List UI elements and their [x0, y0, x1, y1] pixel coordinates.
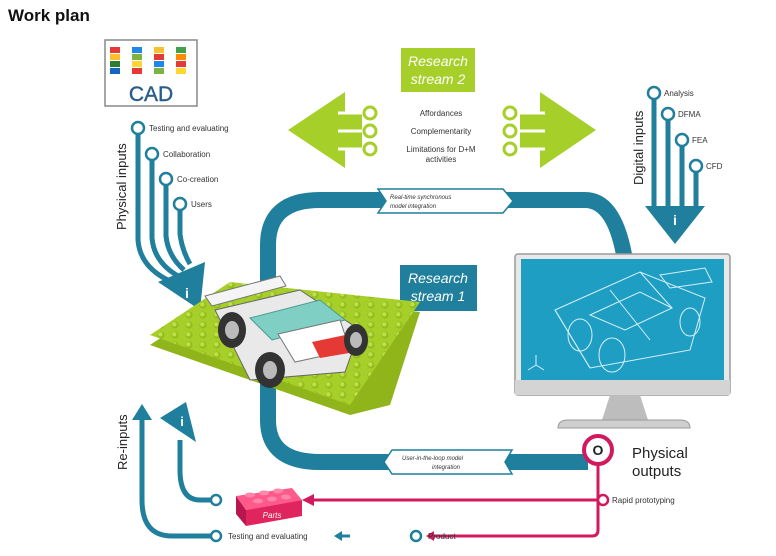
bottom-banner: User-in-the-loop model integration	[383, 449, 514, 475]
output-rapid-prototyping: Rapid prototyping	[612, 496, 675, 505]
physical-input-users: Users	[191, 200, 212, 209]
physical-outputs-badge: O	[593, 442, 604, 458]
output-product: Product	[428, 532, 456, 541]
research-stream-2-line1: Research	[408, 53, 468, 69]
physical-outputs-line1: Physical	[632, 445, 688, 462]
physical-inputs-label: Physical inputs	[114, 143, 129, 230]
main-loop	[260, 192, 633, 470]
research-stream-1-line1: Research	[408, 270, 468, 286]
physical-inputs-info-icon: i	[185, 285, 189, 301]
top-banner-line2: model integration	[390, 204, 437, 210]
physical-outputs: O Physical outputs Rapid prototyping Pro…	[302, 434, 688, 543]
digital-input-dfma: DFMA	[678, 110, 701, 119]
parts-label: Parts	[263, 511, 282, 520]
digital-input-cfd: CFD	[706, 162, 723, 171]
research-stream-1-line2: stream 1	[411, 288, 465, 304]
right-arrow	[520, 92, 596, 168]
stream2-item-complementarity: Complementarity	[411, 127, 471, 136]
parts-brick: Parts	[236, 488, 302, 526]
re-inputs-label: Re-inputs	[115, 414, 130, 470]
re-input-testing: Testing and evaluating	[228, 532, 308, 541]
wireframe-car	[554, 267, 713, 373]
bottom-banner-line1: User-in-the-loop model	[402, 456, 464, 462]
physical-outputs-line2: outputs	[632, 463, 681, 480]
monitor	[514, 253, 731, 429]
digital-inputs-label: Digital inputs	[631, 110, 646, 185]
physical-inputs: Physical inputs i Testing and evaluating…	[114, 120, 229, 310]
cad-label: CAD	[129, 83, 173, 106]
axis-gizmo	[527, 355, 545, 371]
physical-input-co-creation: Co-creation	[177, 175, 218, 184]
top-banner-line1: Real-time synchronous	[390, 195, 451, 201]
re-inputs: Re-inputs i Testing and evaluating	[115, 402, 350, 543]
stream2-item-limitations: Limitations for D+M	[406, 145, 475, 154]
stream2-item-activities: activities	[426, 155, 457, 164]
bottom-banner-line2: integration	[432, 465, 461, 471]
lego-car-model	[204, 275, 368, 388]
cad-logo: CAD	[104, 39, 198, 107]
physical-input-collaboration: Collaboration	[163, 150, 210, 159]
physical-input-testing: Testing and evaluating	[149, 124, 229, 133]
research-stream-2: Research stream 2 Affordances Complement…	[288, 48, 596, 168]
stream2-item-affordances: Affordances	[420, 109, 463, 118]
research-stream-2-line2: stream 2	[411, 71, 466, 87]
digital-input-analysis: Analysis	[664, 89, 694, 98]
digital-inputs: Digital inputs i Analysis DFMA FEA CFD	[631, 85, 723, 244]
re-inputs-info-icon: i	[180, 414, 184, 429]
digital-inputs-info-icon: i	[673, 212, 677, 228]
digital-input-fea: FEA	[692, 136, 708, 145]
top-banner: Real-time synchronous model integration	[376, 188, 514, 214]
page-title: Work plan	[8, 6, 90, 25]
